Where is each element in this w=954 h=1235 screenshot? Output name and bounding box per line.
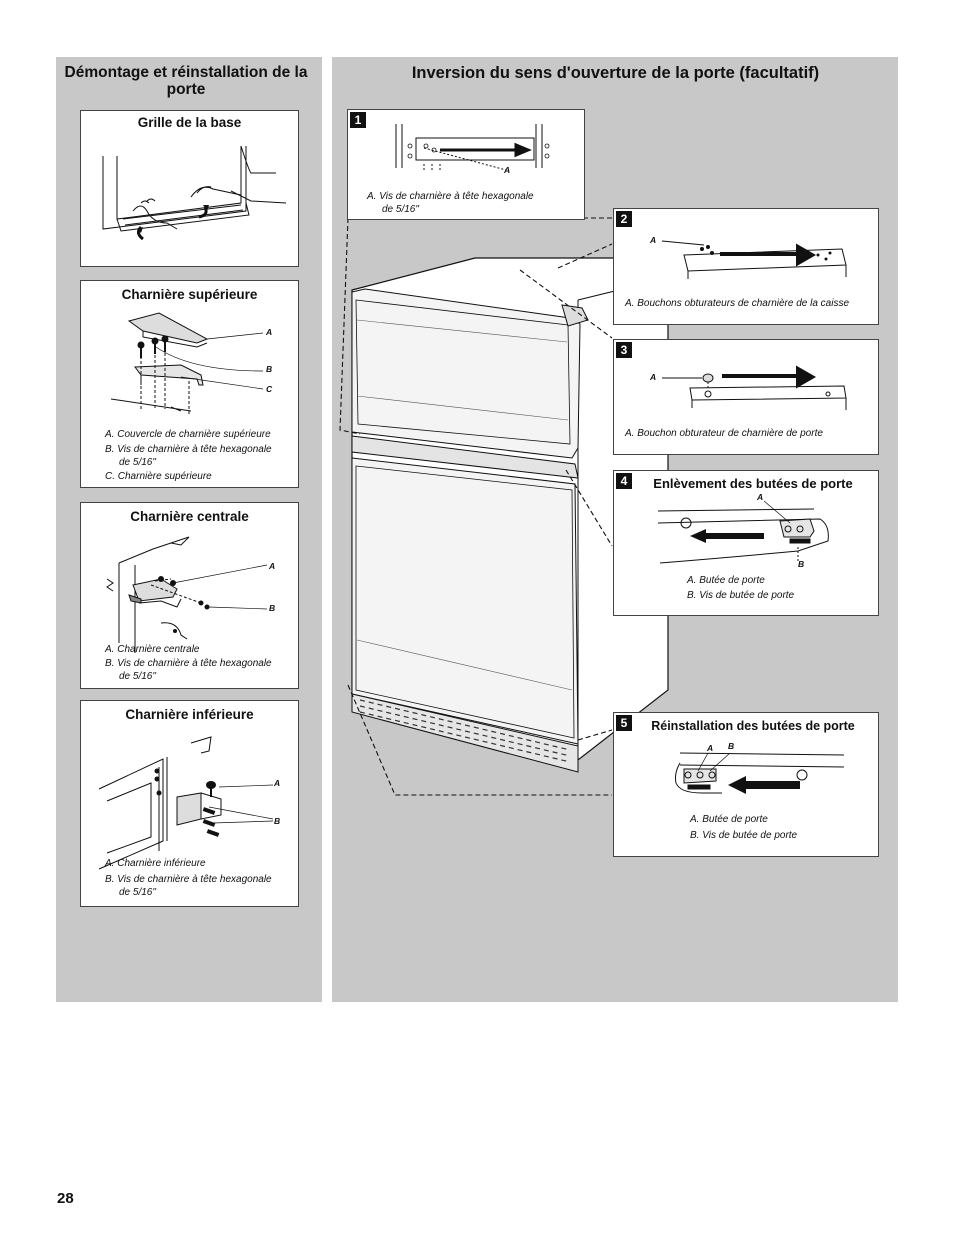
step-2-illustration	[661, 240, 847, 279]
sup-caption-a: A. Couvercle de charnière supérieure	[105, 429, 271, 440]
charniere-superieure-box: Charnière supérieure A B C A. Couvercle …	[80, 280, 299, 488]
step-1-number: 1	[350, 112, 366, 128]
inf-caption-b: B. Vis de charnière à tête hexagonale	[105, 874, 272, 885]
sup-caption-c: C. Charnière supérieure	[105, 471, 212, 482]
inf-label-b: B	[274, 816, 281, 826]
sup-label-b: B	[266, 364, 273, 374]
step-2-number: 2	[616, 211, 632, 227]
step-3-label-a: A	[650, 372, 657, 382]
sup-caption-b: B. Vis de charnière à tête hexagonale	[105, 444, 272, 455]
grille-illustration	[102, 145, 287, 241]
step-4-label-b: B	[798, 559, 805, 569]
charniere-centrale-title: Charnière centrale	[130, 509, 249, 524]
step-4-illustration	[657, 500, 829, 564]
step-4-box: 4 Enlèvement des butées de porte A B A. …	[613, 470, 879, 616]
step-4-title: Enlèvement des butées de porte	[653, 476, 853, 491]
centrale-label-b: B	[269, 603, 276, 613]
step-1-caption-2: de 5/16"	[382, 204, 419, 215]
page-number: 28	[57, 1190, 74, 1207]
sup-label-c: C	[266, 384, 273, 394]
charniere-inferieure-illustration	[98, 736, 274, 870]
step-4-number: 4	[616, 473, 632, 489]
step-4-caption-b: B. Vis de butée de porte	[687, 590, 795, 601]
step-5-label-a: A	[707, 743, 714, 753]
sup-caption-b-2: de 5/16"	[119, 457, 156, 468]
step-4-caption-a: A. Butée de porte	[687, 575, 765, 586]
step-1-box: 1 A A. Vis de charnière à tête hexagonal…	[347, 109, 585, 220]
left-heading: Démontage et réinstallation de la porte	[64, 64, 308, 98]
step-4-label-a: A	[757, 492, 764, 502]
step-5-label-b: B	[728, 741, 735, 751]
step-5-title: Réinstallation des butées de porte	[651, 719, 855, 733]
grille-box: Grille de la base	[80, 110, 299, 267]
inf-label-a: A	[274, 778, 281, 788]
step-3-box: 3 A A. Bouchon obturateur de charnière d…	[613, 339, 879, 455]
step-1-illustration	[395, 124, 550, 172]
centrale-caption-b: B. Vis de charnière à tête hexagonale	[105, 658, 272, 669]
right-heading: Inversion du sens d'ouverture de la port…	[411, 64, 820, 82]
step-5-caption-a: A. Butée de porte	[690, 814, 768, 825]
step-2-caption: A. Bouchons obturateurs de charnière de …	[625, 298, 850, 309]
step-3-caption: A. Bouchon obturateur de charnière de po…	[625, 428, 823, 439]
step-3-illustration	[662, 365, 847, 410]
refrigerator-illustration	[339, 217, 669, 796]
step-3-number: 3	[616, 342, 632, 358]
inf-caption-b-2: de 5/16"	[119, 887, 156, 898]
step-1-caption: A. Vis de charnière à tête hexagonale	[367, 191, 534, 202]
charniere-inferieure-box: Charnière inférieure A B A. Charnière in…	[80, 700, 299, 907]
step-5-box: 5 Réinstallation des butées de porte A B…	[613, 712, 879, 857]
step-1-label-a: A	[504, 165, 511, 175]
step-5-number: 5	[616, 715, 632, 731]
charniere-centrale-illustration	[106, 536, 268, 653]
centrale-caption-b-2: de 5/16"	[119, 671, 156, 682]
sup-label-a: A	[266, 327, 273, 337]
step-2-box: 2 A A. Bouchons obturateurs de charnière…	[613, 208, 879, 325]
grille-title: Grille de la base	[137, 115, 242, 130]
charniere-superieure-illustration	[110, 312, 264, 415]
centrale-label-a: A	[269, 561, 276, 571]
centrale-caption-a: A. Charnière centrale	[105, 644, 200, 655]
step-5-illustration	[675, 752, 845, 794]
step-2-label-a: A	[650, 235, 657, 245]
inf-caption-a: A. Charnière inférieure	[105, 858, 206, 869]
charniere-superieure-title: Charnière supérieure	[121, 287, 258, 302]
step-5-caption-b: B. Vis de butée de porte	[690, 830, 798, 841]
charniere-inferieure-title: Charnière inférieure	[125, 707, 254, 722]
charniere-centrale-box: Charnière centrale A B A. Charnière cent…	[80, 502, 299, 689]
